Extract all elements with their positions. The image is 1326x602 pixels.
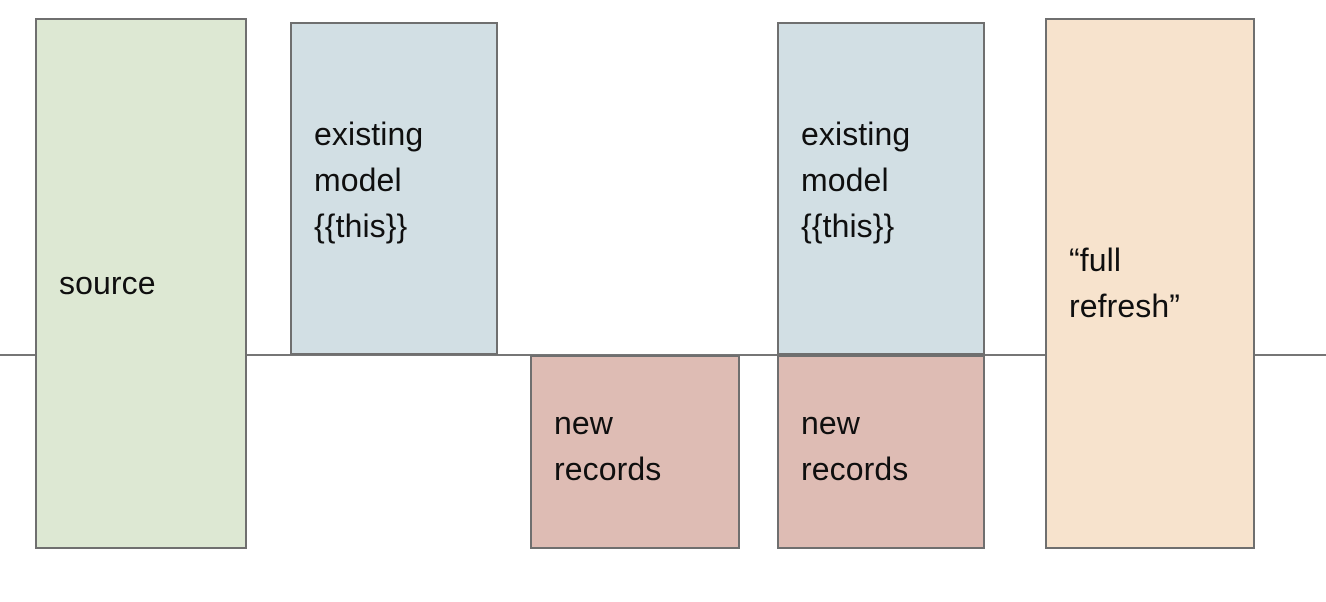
box-new-records-2-label: new records (801, 405, 909, 487)
box-existing-model-1-label: existing model {{this}} (314, 116, 424, 244)
box-existing-model-2[interactable]: existing model {{this}} (777, 22, 985, 355)
box-new-records-1-label: new records (554, 405, 662, 487)
box-new-records-2[interactable]: new records (777, 355, 985, 549)
box-existing-model-2-label: existing model {{this}} (801, 116, 911, 244)
box-source-label: source (59, 264, 156, 301)
box-source[interactable]: source (35, 18, 247, 549)
box-full-refresh[interactable]: “full refresh” (1045, 18, 1255, 549)
box-full-refresh-label: “full refresh” (1069, 242, 1181, 324)
box-existing-model-1[interactable]: existing model {{this}} (290, 22, 498, 355)
box-new-records-1[interactable]: new records (530, 355, 740, 549)
